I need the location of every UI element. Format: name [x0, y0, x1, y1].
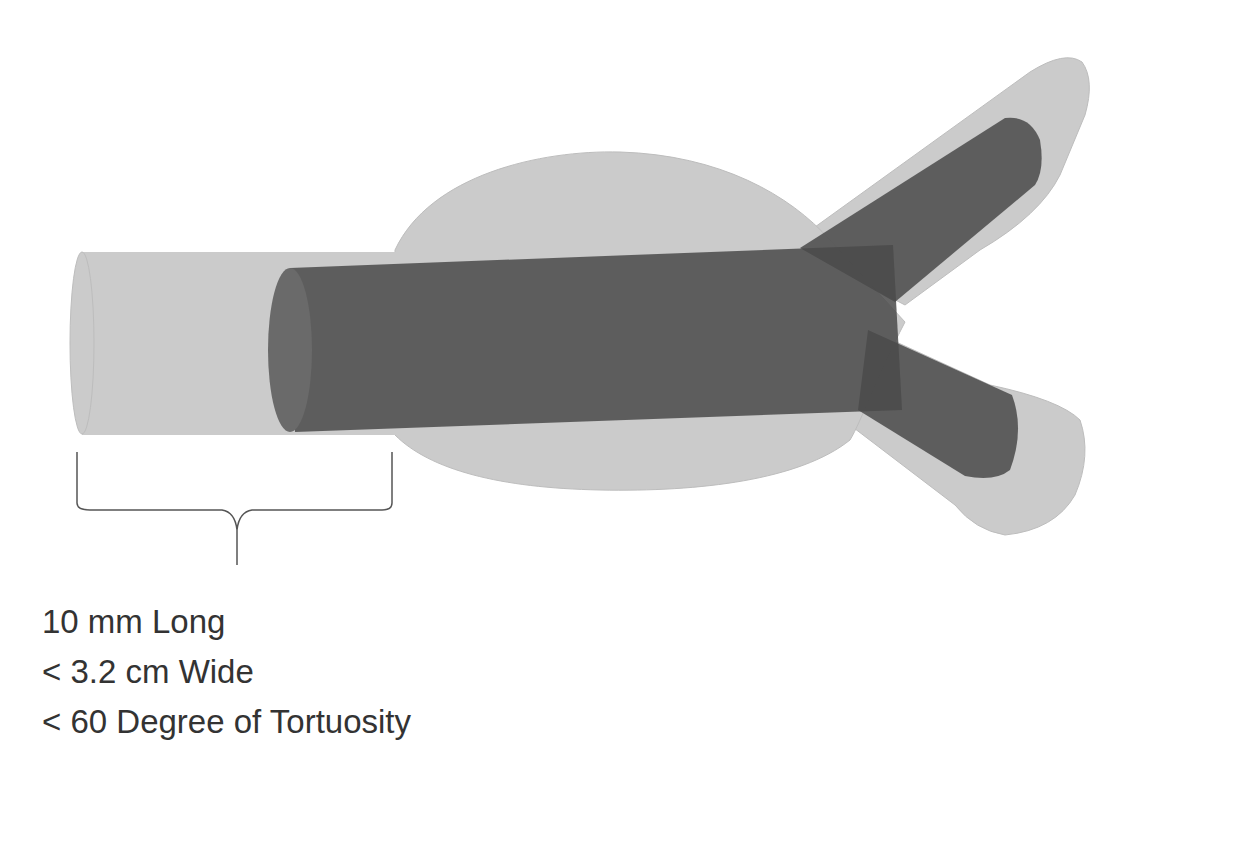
dimension-note: < 60 Degree of Tortuosity: [42, 702, 411, 742]
dimension-note: 10 mm Long: [42, 602, 225, 642]
aortic-neck-end: [70, 252, 94, 434]
graft-main-body: [290, 245, 902, 432]
graft-proximal-end: [268, 268, 312, 432]
dimension-note: < 3.2 cm Wide: [42, 652, 254, 692]
length-bracket: [77, 452, 392, 565]
